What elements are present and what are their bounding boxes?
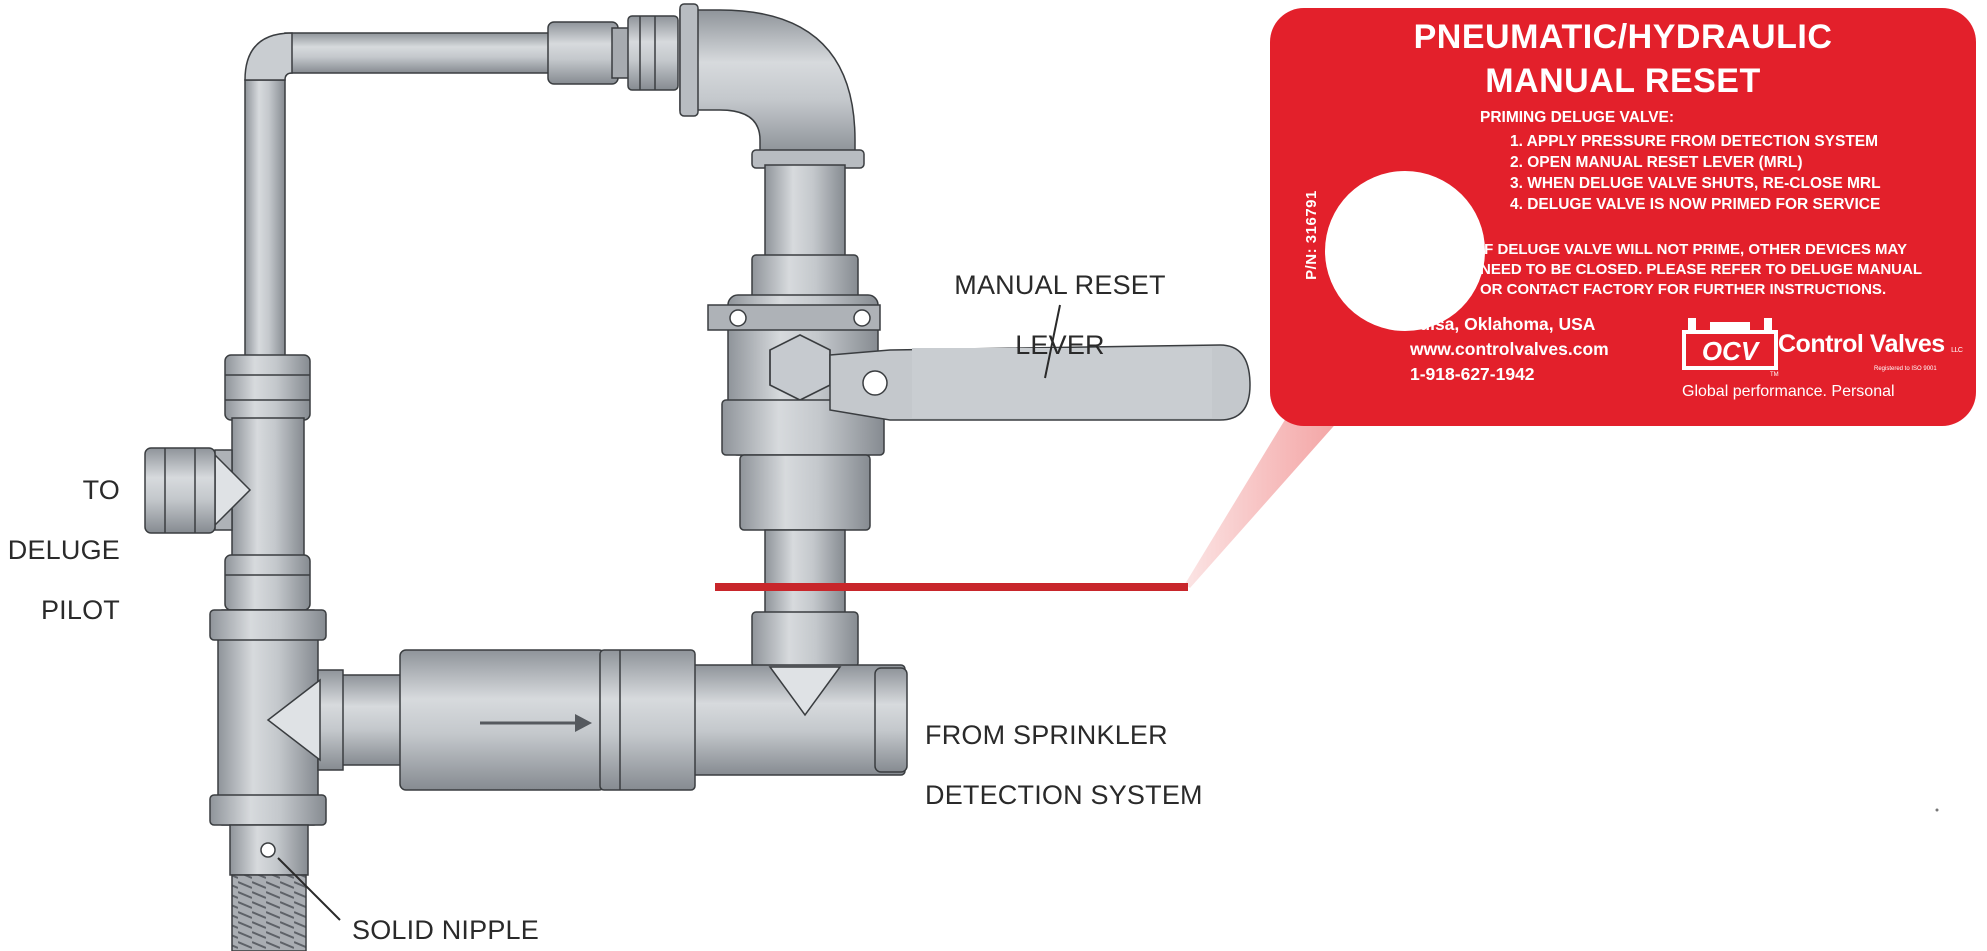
right-arrow-icon (480, 714, 592, 732)
compression-nut-upper (224, 354, 311, 421)
tag-iso-note: Registered to ISO 9001 (1874, 366, 1937, 372)
to-deluge-pilot-line1: TO (82, 475, 120, 505)
tag-phone: 1-918-627-1942 (1410, 364, 1535, 384)
tag-website: www.controlvalves.com (1410, 339, 1609, 359)
tag-part-number: P/N: 316791 (1303, 190, 1320, 280)
nipple-leader-line (277, 857, 341, 921)
top-compression-fitting (547, 15, 679, 91)
ocv-logo-icon: OCV TM (1682, 318, 1779, 376)
manual-reset-tag: P/N: 316791 PNEUMATIC/HYDRAULIC MANUAL R… (1270, 8, 1976, 426)
compression-nut-lower (224, 554, 311, 611)
manual-reset-lever[interactable] (829, 344, 1251, 421)
manual-reset-lever-label: MANUAL RESET LEVER (930, 240, 1190, 390)
callout-cone (1185, 395, 1348, 588)
tag-title-line1: PNEUMATIC/HYDRAULIC (1413, 18, 1833, 56)
dot-mark (1935, 808, 1939, 812)
tag-brand-name: Control Valves LLC (1778, 330, 1963, 359)
pilot-outlet-fitting (144, 447, 216, 534)
tag-step-2: 2. OPEN MANUAL RESET LEVER (MRL) (1510, 154, 1803, 171)
check-valve (334, 649, 696, 791)
pipe-elbow (679, 3, 865, 169)
manual-reset-lever-line2: LEVER (1015, 330, 1105, 360)
tag-warning-line2: NEED TO BE CLOSED. PLEASE REFER TO DELUG… (1480, 261, 1922, 278)
manual-reset-lever-line1: MANUAL RESET (954, 270, 1166, 300)
from-sprinkler-line2: DETECTION SYSTEM (925, 780, 1203, 810)
valve-lower-nut (739, 454, 871, 531)
tubing-loop (244, 32, 556, 361)
tag-title-line2: MANUAL RESET (1485, 62, 1761, 100)
tag-tagline: Global performance. Personal (1682, 383, 1895, 400)
solid-nipple (229, 824, 309, 951)
solid-nipple-label: SOLID NIPPLE (352, 915, 539, 945)
lever-leader-line (1044, 304, 1061, 379)
lower-left-tee (209, 609, 344, 826)
tag-priming-heading: PRIMING DELUGE VALVE: (1480, 109, 1675, 126)
ball-valve (707, 294, 885, 456)
ocv-trademark: TM (1770, 372, 1779, 376)
tag-step-3: 3. WHEN DELUGE VALVE SHUTS, RE-CLOSE MRL (1510, 175, 1881, 192)
from-sprinkler-label: FROM SPRINKLER DETECTION SYSTEM (925, 690, 1285, 840)
to-deluge-pilot-label: TO DELUGE PILOT (0, 445, 120, 655)
detail-cut-line (715, 583, 1188, 591)
tag-brand-text: Control Valves (1778, 330, 1945, 358)
to-deluge-pilot-line3: PILOT (40, 595, 120, 625)
upper-riser-pipe (764, 164, 846, 261)
to-deluge-pilot-line2: DELUGE (7, 535, 120, 565)
tag-warning-line1: IF DELUGE VALVE WILL NOT PRIME, OTHER DE… (1480, 241, 1907, 258)
valve-top-nut (751, 254, 859, 301)
pilot-tee (214, 417, 305, 559)
tag-mounting-hole (1325, 171, 1485, 331)
tag-step-4: 4. DELUGE VALVE IS NOW PRIMED FOR SERVIC… (1510, 196, 1881, 213)
tag-city: Tulsa, Oklahoma, USA (1410, 314, 1596, 334)
from-sprinkler-line1: FROM SPRINKLER (925, 720, 1168, 750)
lower-riser-pipe (764, 529, 846, 616)
tag-warning-line3: OR CONTACT FACTORY FOR FURTHER INSTRUCTI… (1480, 281, 1887, 298)
tag-warning-text: IF DELUGE VALVE WILL NOT PRIME, OTHER DE… (1480, 240, 1960, 300)
ocv-logo-mark: OCV (1702, 336, 1761, 366)
tag-brand-suffix: LLC (1951, 347, 1963, 354)
tag-step-1: 1. APPLY PRESSURE FROM DETECTION SYSTEM (1510, 133, 1879, 150)
right-tee (689, 611, 908, 776)
